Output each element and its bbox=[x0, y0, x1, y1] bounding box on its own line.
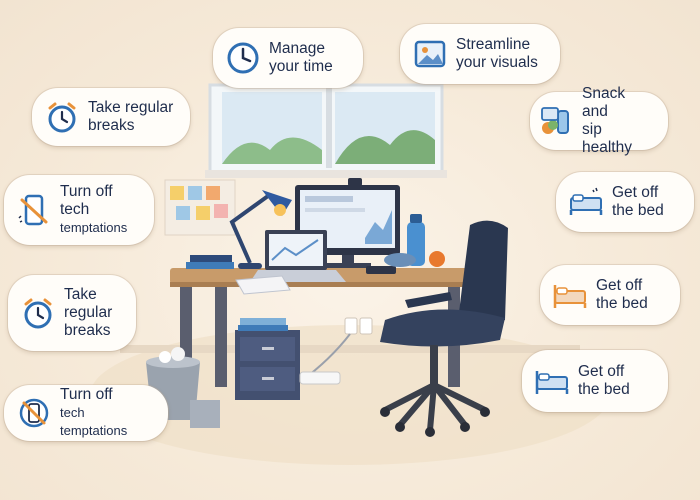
tip-text: your time bbox=[269, 58, 333, 75]
tip-text: sip healthy bbox=[582, 121, 632, 156]
phone-off-icon bbox=[16, 192, 52, 228]
sticky-note-board bbox=[164, 179, 236, 236]
picture-icon bbox=[412, 36, 448, 72]
laptop bbox=[250, 230, 346, 282]
tip-text: Turn off bbox=[60, 386, 113, 403]
tip-text: Take regular bbox=[88, 99, 174, 116]
tip-text: temptations bbox=[60, 220, 128, 235]
window bbox=[205, 83, 447, 178]
tip-turn-off-tech-bottom: Turn off tech temptations bbox=[4, 385, 168, 441]
snack-bowl bbox=[384, 253, 416, 267]
tip-text: tech bbox=[60, 201, 90, 218]
tip-text: breaks bbox=[64, 322, 111, 339]
tip-text: your visuals bbox=[456, 54, 538, 71]
tip-text: Get off bbox=[612, 184, 659, 201]
tip-text: the bed bbox=[578, 381, 630, 398]
tip-text: the bed bbox=[612, 202, 664, 219]
wall-outlet bbox=[359, 317, 373, 335]
water-bottle bbox=[407, 222, 425, 266]
book-stack bbox=[190, 255, 232, 262]
wall-outlet bbox=[344, 317, 358, 335]
notebook bbox=[235, 275, 291, 295]
phone-off-icon bbox=[16, 395, 52, 431]
tip-text: Streamline bbox=[456, 36, 531, 53]
tip-text: Get off bbox=[578, 363, 625, 380]
alarm-clock-icon bbox=[20, 295, 56, 331]
clock-icon bbox=[225, 40, 261, 76]
baseboard bbox=[120, 345, 580, 353]
bed-icon bbox=[568, 184, 604, 220]
tip-text: regular bbox=[64, 304, 113, 321]
desk-lamp bbox=[229, 190, 292, 269]
bed-icon bbox=[534, 363, 570, 399]
tip-text: tech temptations bbox=[60, 405, 128, 438]
office-chair bbox=[380, 220, 508, 437]
tip-text: Take bbox=[64, 286, 97, 303]
snack-bottle-icon bbox=[538, 103, 574, 139]
tip-text: Manage bbox=[269, 40, 326, 57]
tip-text: Snack and bbox=[582, 85, 626, 120]
alarm-clock-icon bbox=[44, 99, 80, 135]
tip-text: Get off bbox=[596, 277, 643, 294]
power-strip bbox=[299, 371, 341, 385]
water-bottle-cap bbox=[410, 214, 422, 223]
bed-icon bbox=[552, 277, 588, 313]
tip-text: Turn off bbox=[60, 183, 113, 200]
apple bbox=[429, 251, 445, 267]
tip-text: breaks bbox=[88, 117, 135, 134]
book-stack bbox=[186, 262, 234, 269]
tip-text: the bed bbox=[596, 295, 648, 312]
phone bbox=[366, 266, 396, 274]
